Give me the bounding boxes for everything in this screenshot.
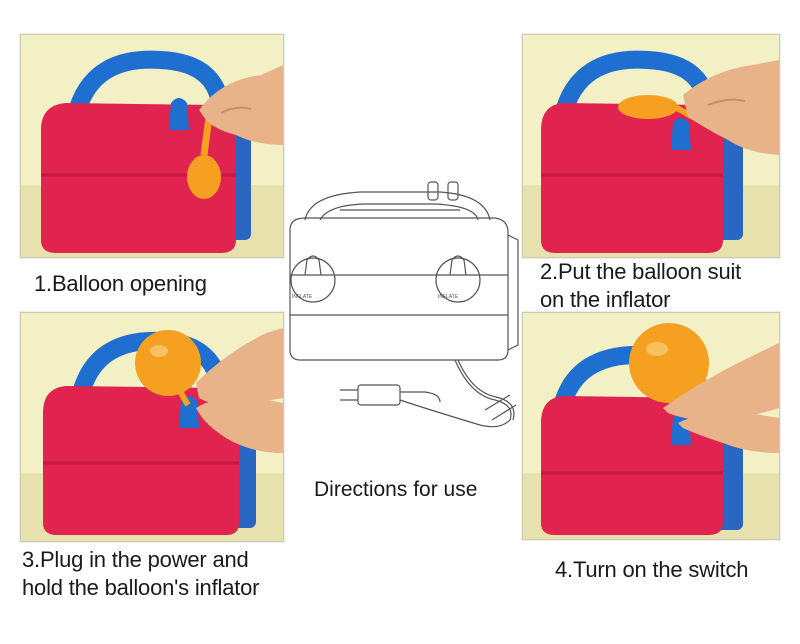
step-1-caption: 1.Balloon opening: [34, 270, 207, 298]
step-1-photo: [20, 34, 284, 258]
step-4-photo: [522, 312, 780, 540]
step-3-caption-line-1: 3.Plug in the power and: [22, 547, 249, 572]
step-4-caption-line: 4.Turn on the switch: [555, 557, 749, 582]
svg-text:INFLATE: INFLATE: [438, 294, 459, 300]
step-2-caption: 2.Put the balloon suit on the inflator: [540, 258, 741, 314]
center-caption: Directions for use: [314, 478, 478, 501]
svg-text:INFLATE: INFLATE: [292, 294, 313, 300]
inflator-line-drawing: INFLATE INFLATE: [280, 180, 525, 435]
step-3-caption-line-2: hold the balloon's inflator: [22, 575, 260, 600]
step-2-caption-line-1: 2.Put the balloon suit: [540, 259, 742, 284]
step-4-caption: 4.Turn on the switch: [555, 556, 748, 584]
step-3-caption: 3.Plug in the power and hold the balloon…: [22, 546, 260, 602]
step-2-caption-line-2: on the inflator: [540, 287, 671, 312]
step-3-photo: [20, 312, 284, 542]
step-1-caption-line: 1.Balloon opening: [34, 271, 207, 296]
step-2-photo: [522, 34, 780, 258]
